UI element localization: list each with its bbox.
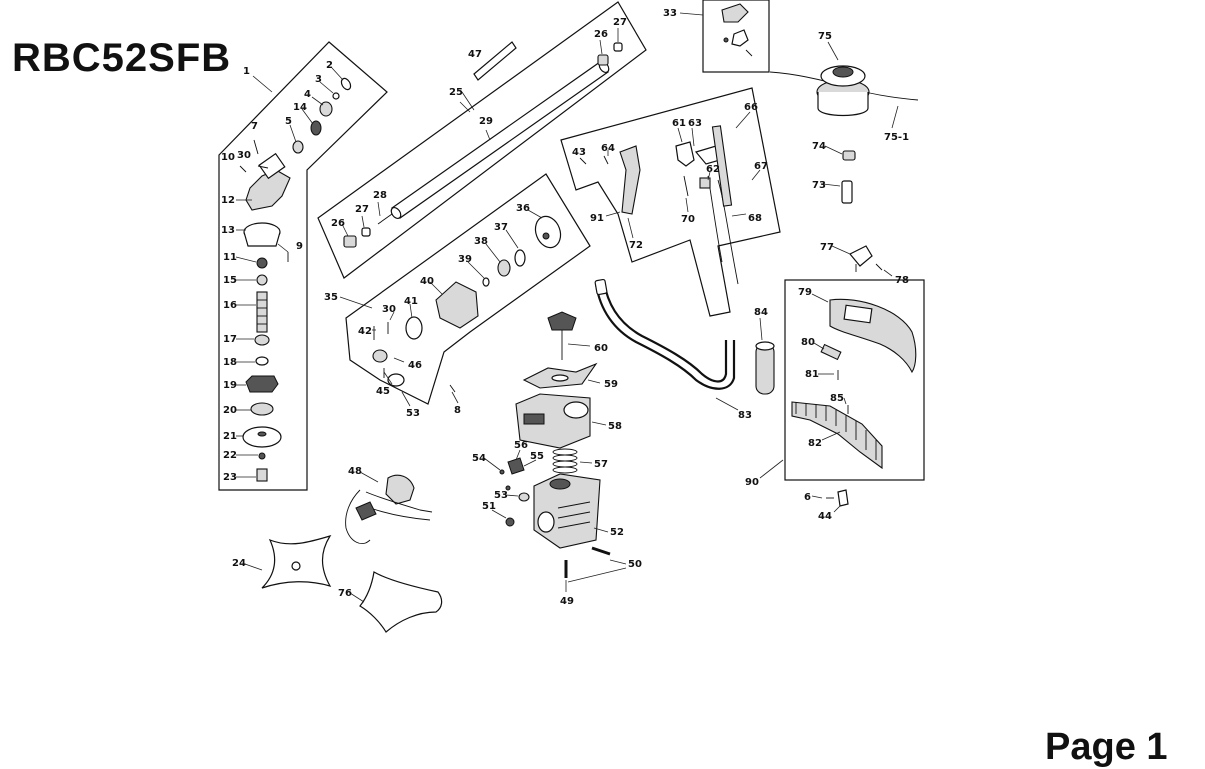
callout-label: 55 [530, 451, 544, 462]
callout-label: 3 [315, 74, 322, 85]
callout-label: 25 [449, 87, 463, 98]
callout-label: 49 [560, 596, 574, 607]
callout-label: 53 [494, 490, 508, 501]
callout-label: 57 [594, 459, 608, 470]
callout-label: 7 [251, 121, 258, 132]
callout-label: 60 [594, 343, 608, 354]
callout-label: 90 [745, 477, 759, 488]
callout-label: 16 [223, 300, 237, 311]
callout-label: 43 [572, 147, 586, 158]
callout-label: 27 [613, 17, 627, 28]
part-33-group: 33 [663, 0, 770, 73]
callout-label: 11 [223, 252, 237, 263]
callout-label: 48 [348, 466, 362, 477]
engine-mount-group: 60 59 58 57 56 55 54 53 51 52 50 49 [472, 311, 642, 607]
callout-label: 76 [338, 588, 352, 599]
callout-label: 35 [324, 292, 338, 303]
callout-label: 75-1 [884, 132, 909, 143]
callout-label: 58 [608, 421, 622, 432]
callout-label: 46 [408, 360, 422, 371]
handle-group: 84 83 [594, 278, 775, 421]
callout-label: 53 [406, 408, 420, 419]
callout-label: 61 [672, 118, 686, 129]
gear-head-group: 1 2 3 4 14 5 7 30 10 12 13 9 11 15 16 17… [218, 41, 388, 491]
callout-label: 13 [221, 225, 235, 236]
callout-label: 73 [812, 180, 826, 191]
callout-label: 37 [494, 222, 508, 233]
callout-label: 19 [223, 380, 237, 391]
callout-label: 84 [754, 307, 768, 318]
callout-label: 17 [223, 334, 237, 345]
callout-label: 85 [830, 393, 844, 404]
page-label: Page 1 [1045, 726, 1168, 768]
callout-label: 42 [358, 326, 372, 337]
callout-label: 30 [237, 150, 251, 161]
callout-label: 36 [516, 203, 530, 214]
callout-label: 45 [376, 386, 390, 397]
callout-label: 39 [458, 254, 472, 265]
callout-label: 38 [474, 236, 488, 247]
callout-label: 10 [221, 152, 235, 163]
callout-label: 22 [223, 450, 237, 461]
callout-label: 33 [663, 8, 677, 19]
callout-label: 30 [382, 304, 396, 315]
callout-label: 79 [798, 287, 812, 298]
callout-label: 47 [468, 49, 482, 60]
callout-label: 83 [738, 410, 752, 421]
callout-label: 12 [221, 195, 235, 206]
callout-label: 40 [420, 276, 434, 287]
callout-label: 91 [590, 213, 604, 224]
callout-label: 68 [748, 213, 762, 224]
callout-label: 59 [604, 379, 618, 390]
callout-label: 62 [706, 164, 720, 175]
callout-label: 8 [454, 405, 461, 416]
callout-label: 27 [355, 204, 369, 215]
callout-label: 2 [326, 60, 333, 71]
callout-label: 1 [243, 66, 250, 77]
callout-label: 67 [754, 161, 768, 172]
callout-label: 52 [610, 527, 624, 538]
model-title: RBC52SFB [12, 36, 232, 80]
callout-label: 26 [331, 218, 345, 229]
trimmer-head-group: 75 75-1 74 73 [769, 31, 919, 204]
callout-label: 75 [818, 31, 832, 42]
callout-label: 14 [293, 102, 307, 113]
callout-label: 66 [744, 102, 758, 113]
callout-label: 70 [681, 214, 695, 225]
callout-label: 74 [812, 141, 826, 152]
callout-label: 64 [601, 143, 615, 154]
callout-label: 77 [820, 242, 834, 253]
callout-label: 6 [804, 492, 811, 503]
callout-label: 63 [688, 118, 702, 129]
harness-and-blades-group: 48 24 76 [232, 466, 443, 633]
callout-label: 21 [223, 431, 237, 442]
guard-group: 77 78 79 80 81 85 82 90 6 44 [745, 242, 925, 522]
callout-label: 9 [296, 241, 303, 252]
callout-label: 50 [628, 559, 642, 570]
clutch-group: 35 36 37 38 39 40 41 30 42 46 45 53 8 [324, 173, 591, 419]
callout-label: 26 [594, 29, 608, 40]
shaft-group: 47 25 29 26 27 28 26 27 [317, 1, 647, 279]
callout-label: 24 [232, 558, 246, 569]
callout-label: 20 [223, 405, 237, 416]
callout-label: 18 [223, 357, 237, 368]
callout-label: 15 [223, 275, 237, 286]
callout-label: 56 [514, 440, 528, 451]
callout-label: 41 [404, 296, 418, 307]
callout-label: 4 [304, 89, 311, 100]
callout-label: 51 [482, 501, 496, 512]
callout-label: 78 [895, 275, 909, 286]
callout-label: 29 [479, 116, 493, 127]
callout-label: 28 [373, 190, 387, 201]
throttle-group: 43 64 61 63 66 62 67 91 72 70 68 [560, 87, 781, 317]
callout-label: 72 [629, 240, 643, 251]
callout-label: 44 [818, 511, 832, 522]
callout-label: 54 [472, 453, 486, 464]
callout-label: 5 [285, 116, 292, 127]
callout-label: 23 [223, 472, 237, 483]
callout-label: 81 [805, 369, 819, 380]
callout-label: 82 [808, 438, 822, 449]
callout-label: 80 [801, 337, 815, 348]
